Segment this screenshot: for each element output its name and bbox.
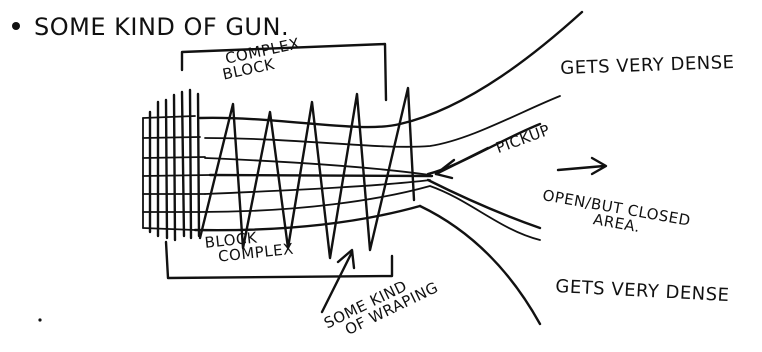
stray-dot bbox=[38, 318, 42, 322]
bottom-bracket bbox=[164, 240, 394, 280]
direction-arrow bbox=[556, 156, 608, 176]
wrapping-arrow bbox=[320, 248, 356, 314]
pickup-arrow bbox=[434, 146, 490, 180]
heading: SOME KIND OF GUN. bbox=[34, 13, 290, 41]
coil-verticals bbox=[148, 88, 201, 242]
flared-field-lines bbox=[193, 10, 584, 326]
bullet-icon bbox=[12, 22, 20, 30]
top-bracket bbox=[180, 42, 388, 102]
